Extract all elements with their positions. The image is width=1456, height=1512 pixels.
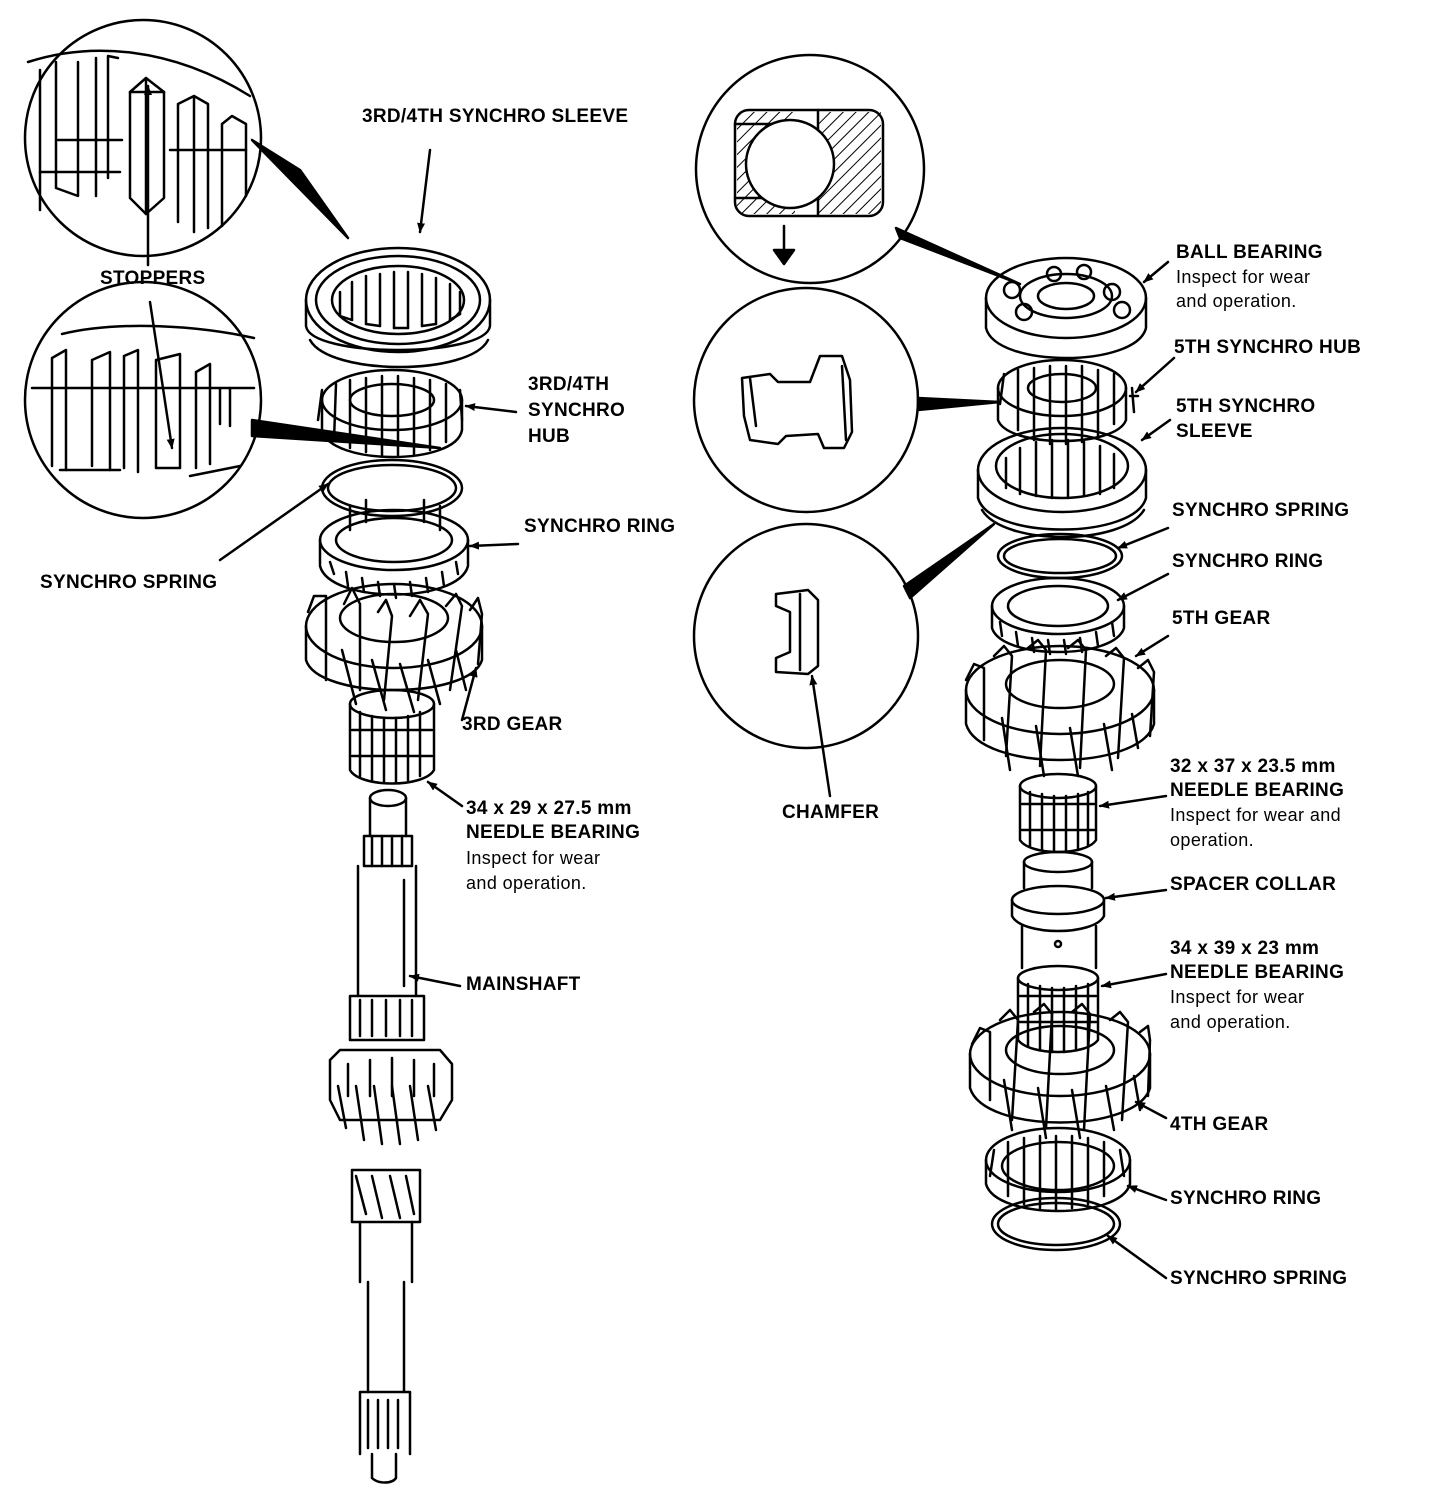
label-5th-gear: 5TH GEAR — [1172, 608, 1271, 629]
label-stoppers: STOPPERS — [100, 268, 206, 289]
label-needle-bearing-right-lower-name: NEEDLE BEARING — [1170, 962, 1345, 983]
synchro-spring-right-upper — [996, 532, 1124, 580]
synchro-spring-right-lower — [990, 1196, 1122, 1252]
ball-bearing — [984, 256, 1148, 360]
label-34-synchro-sleeve: 3RD/4TH SYNCHRO SLEEVE — [362, 106, 629, 127]
label-34-synchro-hub-line1: 3RD/4TH — [528, 374, 610, 395]
label-synchro-ring-right-lower: SYNCHRO RING — [1170, 1188, 1322, 1209]
spacer-collar — [1010, 850, 1106, 970]
synchro-hub-5th — [996, 358, 1140, 446]
needle-bearing-left — [348, 688, 436, 785]
stopper-detail-inset-upper — [23, 18, 263, 258]
mainshaft — [328, 788, 454, 1484]
synchro-hub-key-inset — [692, 286, 920, 514]
label-needle-bearing-right-upper-note-2: operation. — [1170, 830, 1255, 850]
label-needle-bearing-right-upper-size: 32 x 37 x 23.5 mm — [1170, 756, 1336, 777]
label-mainshaft: MAINSHAFT — [466, 974, 581, 995]
ball-bearing-section-inset — [694, 53, 926, 285]
label-ball-bearing-note-1: Inspect for wear — [1176, 267, 1311, 287]
label-needle-bearing-left-name: NEEDLE BEARING — [466, 822, 641, 843]
label-spacer-collar: SPACER COLLAR — [1170, 874, 1337, 895]
label-4th-gear: 4TH GEAR — [1170, 1114, 1269, 1135]
gear-3rd — [304, 582, 484, 714]
label-5th-synchro-sleeve-line1: 5TH SYNCHRO — [1176, 396, 1316, 417]
label-needle-bearing-right-lower-note-2: and operation. — [1170, 1012, 1291, 1032]
label-needle-bearing-right-upper-name: NEEDLE BEARING — [1170, 780, 1345, 801]
label-chamfer: CHAMFER — [782, 802, 880, 823]
sleeve-chamfer-inset — [692, 522, 920, 750]
synchro-ring-right-lower — [984, 1126, 1132, 1213]
label-needle-bearing-right-upper-note-1: Inspect for wear and — [1170, 805, 1342, 825]
label-synchro-spring-right-upper: SYNCHRO SPRING — [1172, 500, 1350, 521]
label-ball-bearing-note-2: and operation. — [1176, 291, 1297, 311]
synchro-ring-right-upper — [990, 576, 1126, 656]
gear-5th — [964, 638, 1156, 778]
label-synchro-spring-right-lower: SYNCHRO SPRING — [1170, 1268, 1348, 1289]
label-5th-synchro-sleeve-line2: SLEEVE — [1176, 421, 1253, 442]
label-needle-bearing-left-note-2: and operation. — [466, 873, 587, 893]
synchro-hub-34 — [316, 368, 464, 459]
needle-bearing-right-upper — [1018, 772, 1098, 854]
synchro-sleeve-34 — [304, 246, 492, 369]
label-5th-synchro-hub: 5TH SYNCHRO HUB — [1174, 337, 1362, 358]
label-synchro-spring-left: SYNCHRO SPRING — [40, 572, 218, 593]
gear-4th — [968, 1002, 1152, 1140]
synchro-sleeve-5th — [976, 426, 1148, 539]
label-needle-bearing-right-lower-note-1: Inspect for wear — [1170, 987, 1305, 1007]
label-34-synchro-hub-line3: HUB — [528, 426, 571, 447]
label-ball-bearing: BALL BEARING — [1176, 242, 1323, 263]
label-synchro-ring-right-upper: SYNCHRO RING — [1172, 551, 1324, 572]
label-3rd-gear: 3RD GEAR — [462, 714, 563, 735]
label-needle-bearing-left-note-1: Inspect for wear — [466, 848, 601, 868]
label-synchro-ring-left: SYNCHRO RING — [524, 516, 676, 537]
label-needle-bearing-right-lower-size: 34 x 39 x 23 mm — [1170, 938, 1320, 959]
stopper-detail-inset-lower — [23, 280, 263, 520]
label-needle-bearing-left-size: 34 x 29 x 27.5 mm — [466, 798, 632, 819]
label-34-synchro-hub-line2: SYNCHRO — [528, 400, 626, 421]
